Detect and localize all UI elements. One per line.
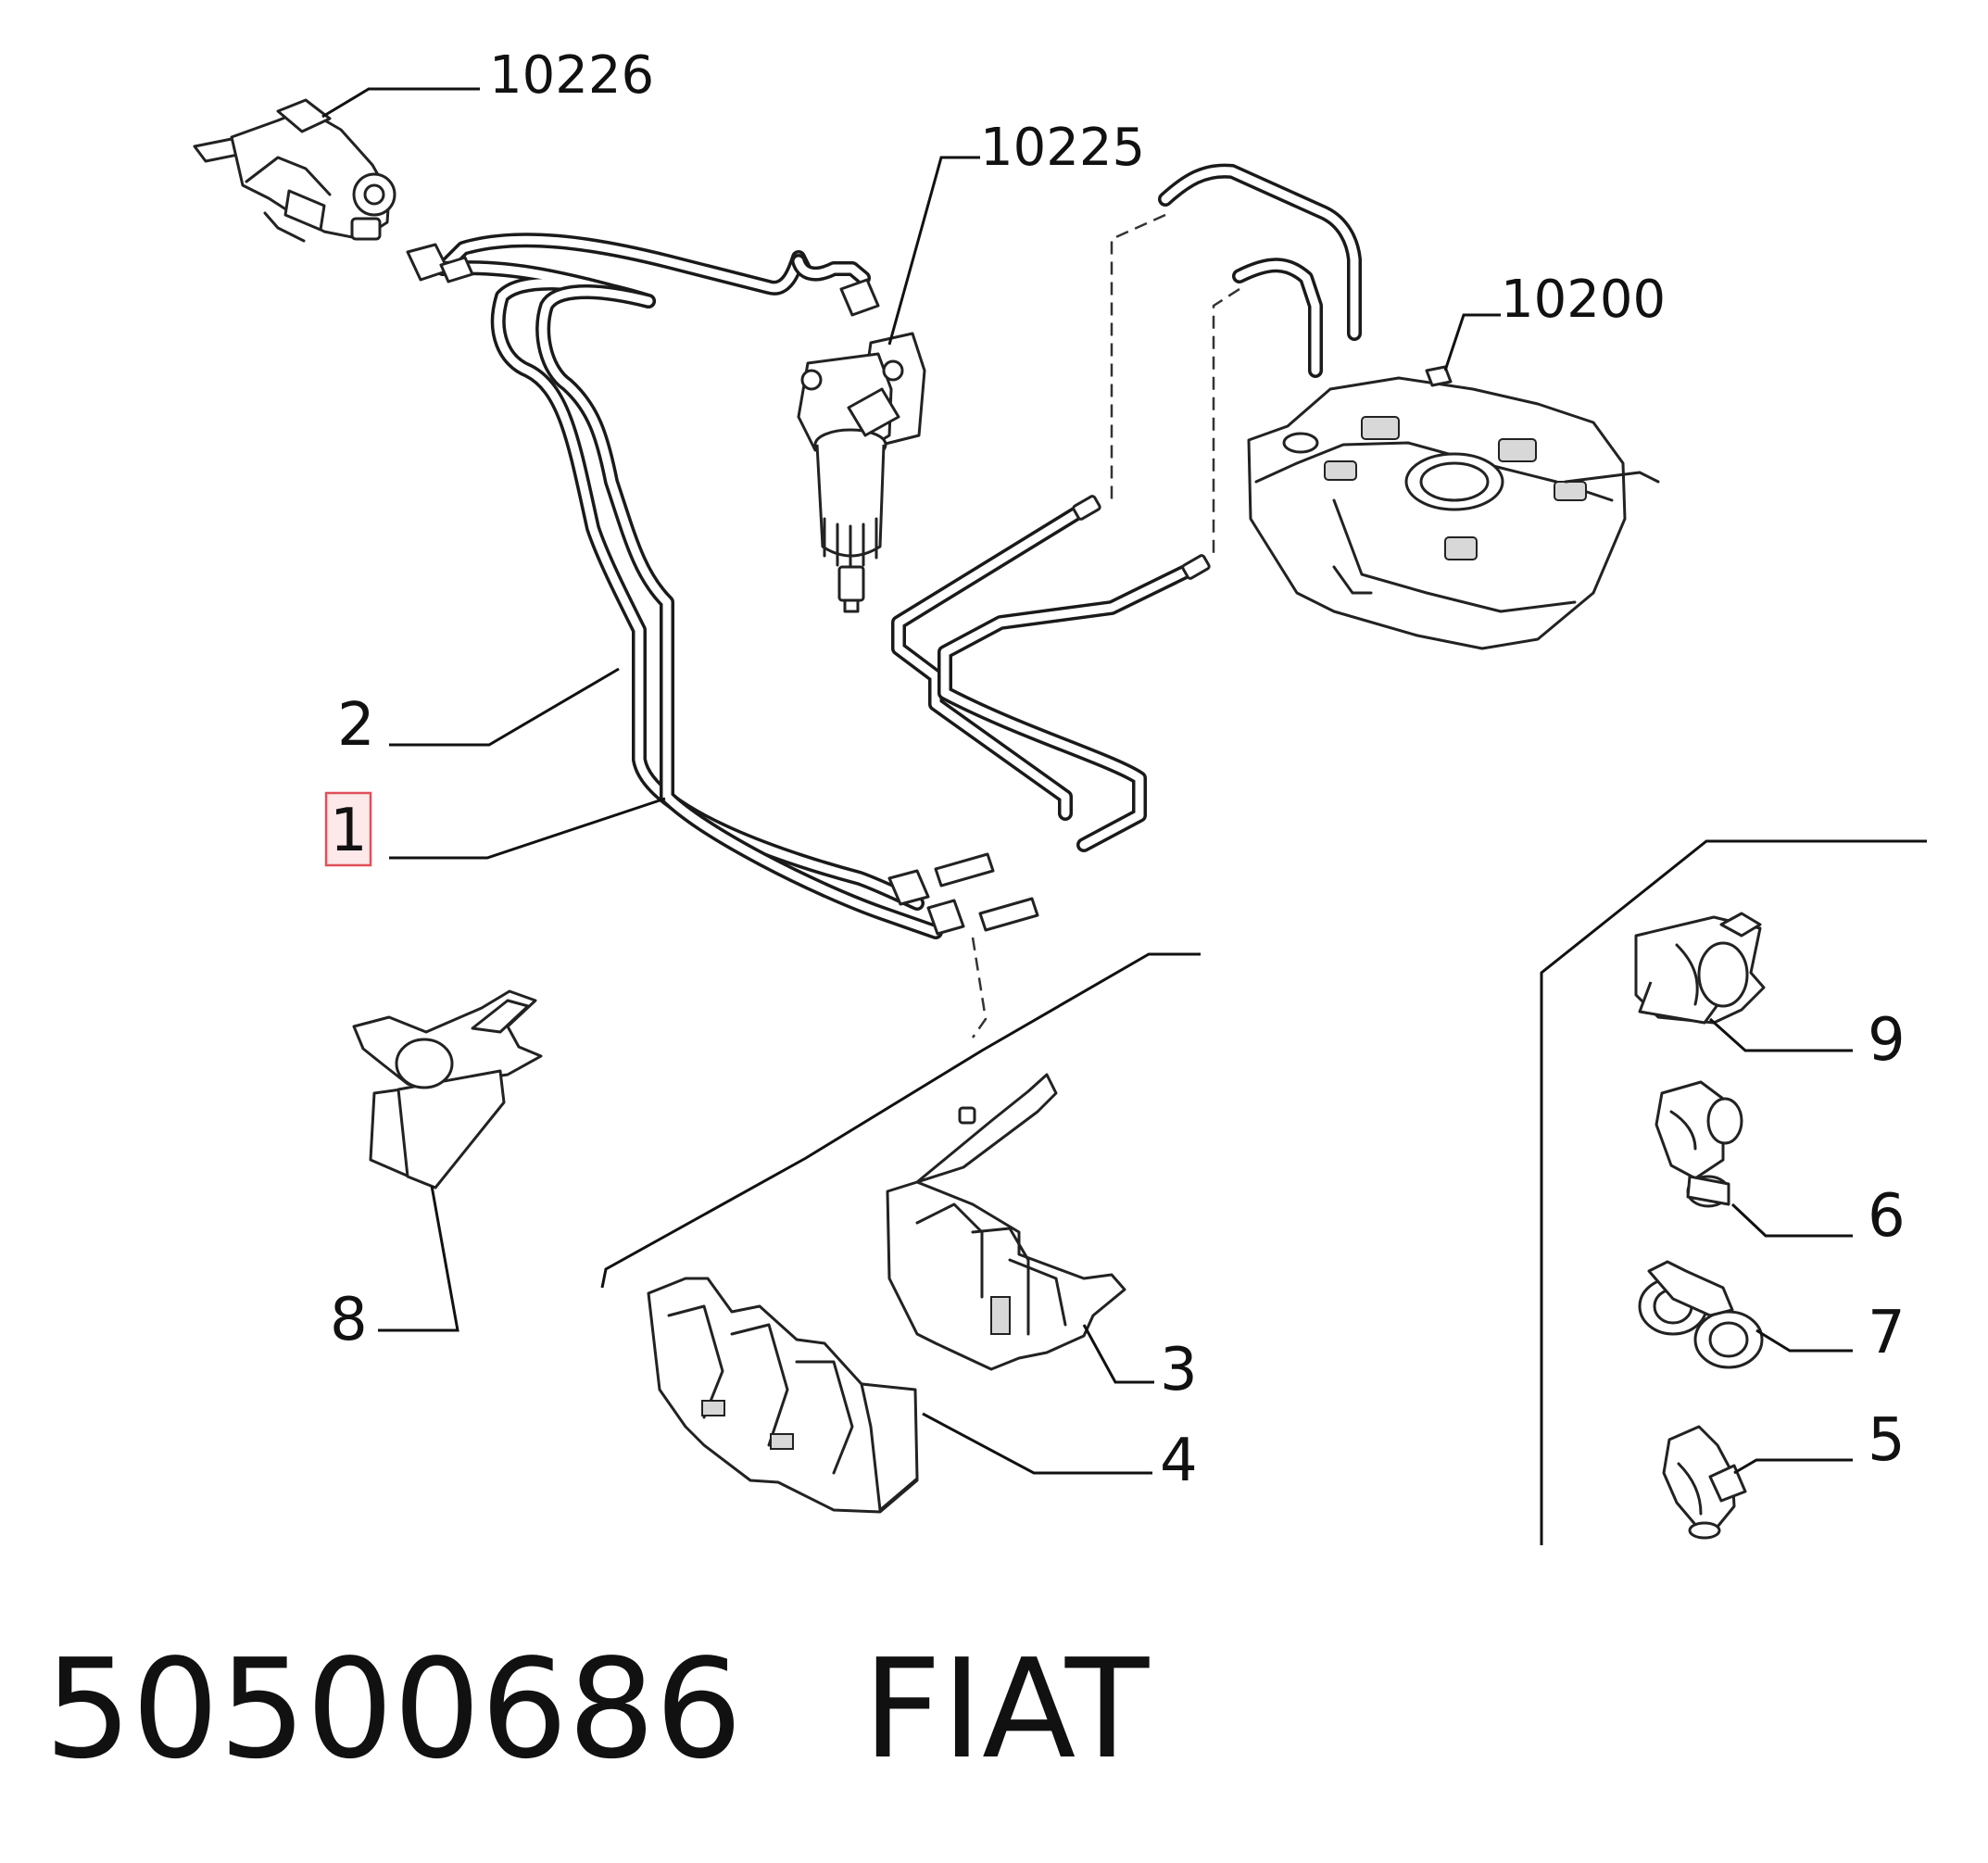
part-8-bracket xyxy=(352,989,543,1190)
leader-2 xyxy=(389,667,620,747)
brand-name: FIAT xyxy=(862,1630,1150,1789)
group-separator-center xyxy=(600,952,1201,1289)
callout-9: 9 xyxy=(1868,1006,1906,1075)
tank-side-pipes xyxy=(891,163,1362,1038)
leader-3 xyxy=(1082,1324,1154,1384)
callout-8: 8 xyxy=(330,1286,368,1354)
leader-9 xyxy=(1708,1017,1853,1052)
callout-1-highlight xyxy=(324,791,372,867)
group-separator-right xyxy=(1540,839,1927,1545)
callout-6: 6 xyxy=(1868,1182,1906,1251)
callout-1: 1 xyxy=(330,797,368,865)
part-4-holder xyxy=(647,1277,919,1514)
part-7-double-clip xyxy=(1638,1260,1764,1369)
part-9-clip xyxy=(1634,912,1766,1025)
part-5-clip xyxy=(1662,1425,1747,1540)
callout-10225: 10225 xyxy=(980,118,1145,178)
pipe-end-fittings xyxy=(406,243,965,936)
part-number: 50500686 xyxy=(44,1630,743,1789)
callout-10200: 10200 xyxy=(1501,270,1666,330)
leader-10200 xyxy=(1443,313,1501,371)
leader-10226 xyxy=(321,87,480,119)
leader-5 xyxy=(1733,1458,1853,1475)
callout-5: 5 xyxy=(1868,1406,1906,1475)
part-3-holder xyxy=(886,1073,1126,1371)
footer-caption: 50500686 FIAT xyxy=(44,1626,1149,1793)
leader-8 xyxy=(378,1185,459,1332)
callout-10226: 10226 xyxy=(489,45,654,106)
leader-7 xyxy=(1755,1328,1853,1353)
pipe-assembly-1-2 xyxy=(435,233,943,939)
part-6-clip xyxy=(1655,1080,1743,1208)
part-10226-connector xyxy=(193,98,396,243)
leader-4 xyxy=(922,1412,1152,1475)
part-10200-fuel-tank xyxy=(1247,365,1660,650)
leader-1 xyxy=(389,797,666,860)
callout-4: 4 xyxy=(1160,1427,1198,1495)
callout-7: 7 xyxy=(1868,1299,1906,1367)
leader-6 xyxy=(1730,1202,1853,1238)
callout-3: 3 xyxy=(1160,1336,1198,1404)
leader-10225 xyxy=(887,156,980,346)
part-10225-fuel-filter xyxy=(797,332,926,613)
callout-2: 2 xyxy=(337,691,375,760)
